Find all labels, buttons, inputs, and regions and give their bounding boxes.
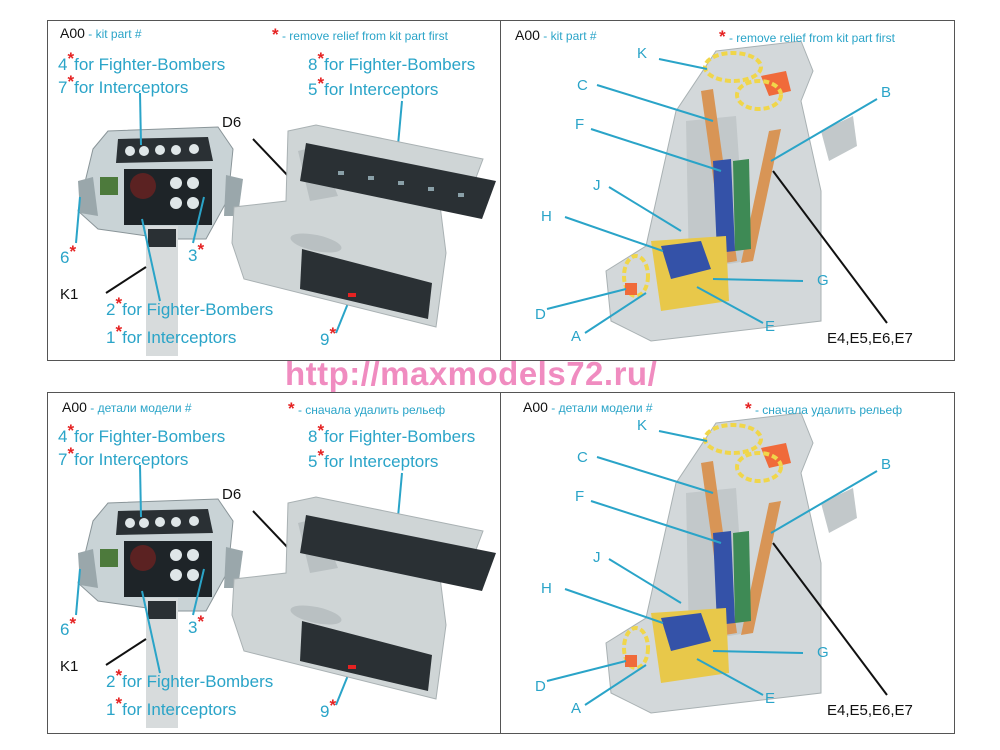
watermark-url: http://maxmodels72.ru/ bbox=[285, 355, 658, 392]
seat-label-e: E bbox=[765, 318, 776, 335]
label-6: 6* bbox=[60, 242, 77, 267]
kit-part-illustration bbox=[231, 124, 496, 328]
seat-label-f-ru: F bbox=[575, 488, 585, 505]
seat-label-f: F bbox=[575, 116, 585, 133]
kit-part-legend-ru: A00 - детали модели # bbox=[62, 399, 192, 415]
label-7-interceptors-ru: 7*for Interceptors bbox=[58, 444, 189, 469]
cockpit-illustration-ru bbox=[75, 464, 496, 728]
label-4-fighter-bombers-ru: 4*for Fighter-Bombers bbox=[58, 421, 226, 446]
remove-relief-legend: * - remove relief from kit part first bbox=[272, 25, 448, 44]
ejection-seat-illustration bbox=[605, 40, 857, 342]
seat-label-d-ru: D bbox=[535, 678, 546, 695]
label-1-interceptors: 1*for Interceptors bbox=[106, 322, 237, 347]
seat-label-h: H bbox=[541, 208, 552, 225]
seat-label-h-ru: H bbox=[541, 580, 552, 597]
label-3-ru: 3* bbox=[188, 612, 205, 637]
seat-label-j: J bbox=[593, 177, 601, 194]
seat-label-c-ru: C bbox=[577, 449, 588, 466]
seat-label-k-ru: K bbox=[637, 417, 648, 434]
seat-label-e-ru: E bbox=[765, 690, 776, 707]
seat-label-a: A bbox=[571, 328, 582, 345]
label-7-interceptors: 7*for Interceptors bbox=[58, 72, 189, 97]
remove-relief-legend-ru: * - сначала удалить рельеф bbox=[288, 399, 446, 418]
seat-codes-ru: E4,E5,E6,E7 bbox=[827, 702, 913, 719]
label-9: 9* bbox=[320, 324, 337, 349]
label-5-interceptors-ru: 5*for Interceptors bbox=[308, 446, 439, 471]
label-3: 3* bbox=[188, 240, 205, 265]
seat-label-k: K bbox=[637, 45, 648, 62]
label-2-fighter-bombers-ru: 2*for Fighter-Bombers bbox=[106, 666, 274, 691]
cockpit-illustration bbox=[75, 92, 496, 356]
kit-part-legend-seat: A00 - kit part # bbox=[515, 27, 597, 43]
seat-label-c: C bbox=[577, 77, 588, 94]
seat-panel-ru: A00 - детали модели # * - сначала удалит… bbox=[500, 392, 955, 734]
instrument-panel-illustration bbox=[77, 126, 243, 356]
label-4-fighter-bombers: 4*for Fighter-Bombers bbox=[58, 49, 226, 74]
seat-label-d: D bbox=[535, 306, 546, 323]
remove-relief-legend-seat-ru: * - сначала удалить рельеф bbox=[745, 399, 903, 418]
label-d6: D6 bbox=[222, 114, 242, 131]
seat-leader-blue bbox=[546, 58, 878, 334]
seat-label-g: G bbox=[817, 272, 829, 289]
label-8-fighter-bombers: 8*for Fighter-Bombers bbox=[308, 49, 476, 74]
label-6-ru: 6* bbox=[60, 614, 77, 639]
seat-illustration bbox=[546, 40, 888, 342]
seat-label-b: B bbox=[881, 84, 892, 101]
seat-leader-black bbox=[772, 170, 888, 324]
label-k1: K1 bbox=[60, 286, 79, 303]
remove-relief-legend-seat: * - remove relief from kit part first bbox=[719, 27, 895, 46]
seat-label-b-ru: B bbox=[881, 456, 892, 473]
label-1-interceptors-ru: 1*for Interceptors bbox=[106, 694, 237, 719]
cockpit-panel-ru: A00 - детали модели # * - сначала удалит… bbox=[47, 392, 501, 734]
seat-label-g-ru: G bbox=[817, 644, 829, 661]
kit-part-legend: A00 - kit part # bbox=[60, 25, 142, 41]
seat-codes: E4,E5,E6,E7 bbox=[827, 330, 913, 347]
label-9-ru: 9* bbox=[320, 696, 337, 721]
label-d6-ru: D6 bbox=[222, 486, 242, 503]
label-8-fighter-bombers-ru: 8*for Fighter-Bombers bbox=[308, 421, 476, 446]
seat-label-a-ru: A bbox=[571, 700, 582, 717]
cockpit-panel-en: A00 - kit part # * - remove relief from … bbox=[47, 20, 501, 361]
label-2-fighter-bombers: 2*for Fighter-Bombers bbox=[106, 294, 274, 319]
label-k1-ru: K1 bbox=[60, 658, 79, 675]
label-5-interceptors: 5*for Interceptors bbox=[308, 74, 439, 99]
kit-part-legend-seat-ru: A00 - детали модели # bbox=[523, 399, 653, 415]
seat-panel-en: A00 - kit part # * - remove relief from … bbox=[500, 20, 955, 361]
seat-label-j-ru: J bbox=[593, 549, 601, 566]
seat-illustration-ru bbox=[546, 412, 888, 714]
